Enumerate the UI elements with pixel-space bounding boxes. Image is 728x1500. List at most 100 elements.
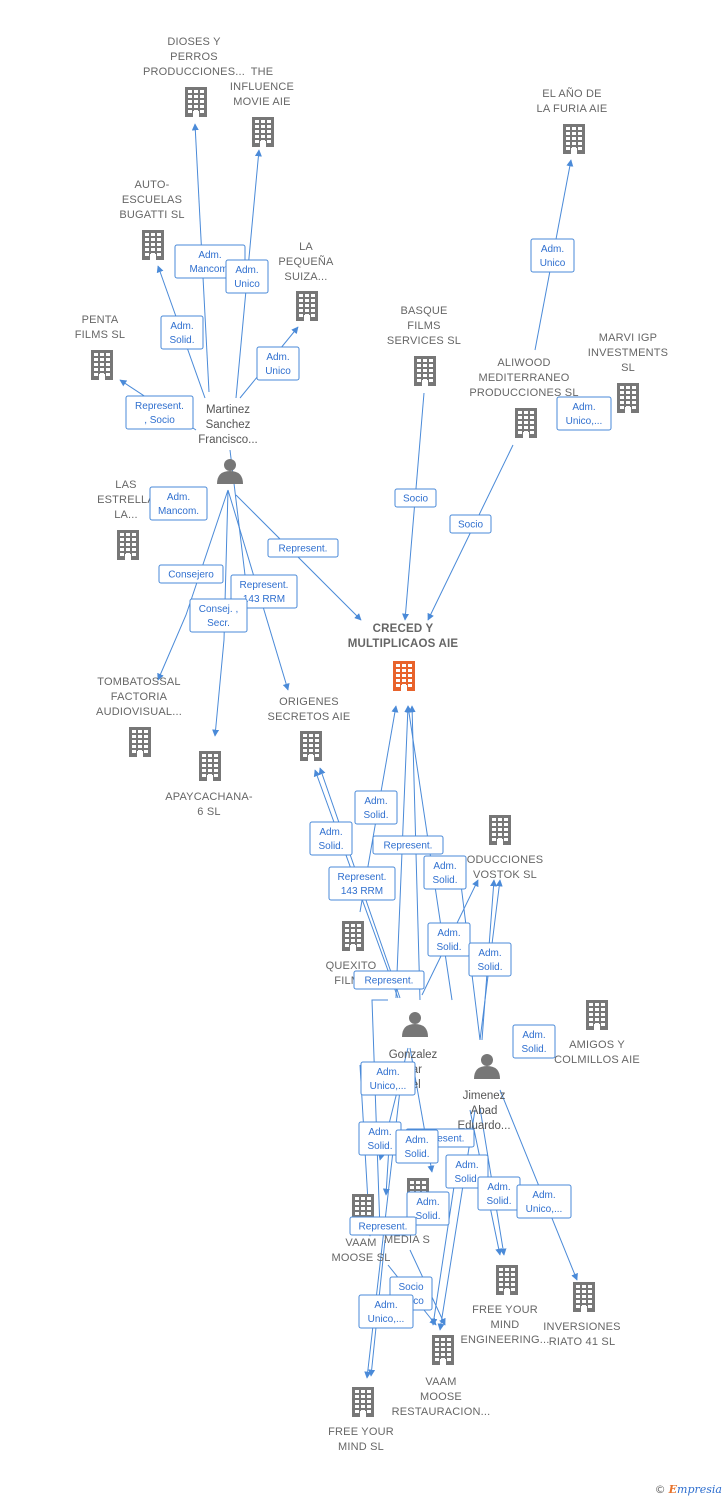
edge-label[interactable]: Adm.Solid. <box>512 1024 556 1059</box>
node-label-line: AMIGOS Y <box>569 1039 625 1051</box>
edge-label[interactable]: Adm.Unico,... <box>556 396 612 431</box>
edge-label-line: Represent. <box>384 841 433 852</box>
edge-label[interactable]: Adm.Solid. <box>477 1176 521 1211</box>
brand-footer[interactable]: ©Empresia <box>655 1483 722 1496</box>
edge-label-line: Adm. <box>167 492 190 503</box>
edge-label-line: Adm. <box>376 1067 399 1078</box>
edge-label[interactable]: Adm.Solid. <box>468 942 512 977</box>
edge-label-box <box>230 574 298 609</box>
edge-label[interactable]: Socio <box>449 514 492 534</box>
edge-label-text: Adm.Solid. <box>318 827 343 852</box>
edge-label-text: Adm.Solid. <box>521 1030 546 1055</box>
edge-label-text: Represent. <box>359 1222 408 1233</box>
edge-label[interactable]: Consejero <box>158 564 224 584</box>
node-label-line: PRODUCCIONES SL <box>469 387 578 399</box>
edge-label[interactable]: Adm.Unico <box>225 259 269 294</box>
edge-label-text: Adm. Solid. <box>432 861 457 886</box>
edge-label[interactable]: Adm.Solid. <box>406 1191 450 1226</box>
edge-label[interactable]: Adm.Unico,... <box>360 1061 416 1096</box>
node-label-line: LA... <box>114 509 138 521</box>
edge-label[interactable]: Adm.Solid. <box>309 821 353 856</box>
building-icon <box>117 530 139 560</box>
edge-label[interactable]: Adm.Solid. <box>354 790 398 825</box>
edge-label-line: , Socio <box>144 415 175 426</box>
edge-label[interactable]: Adm.Solid. <box>427 922 471 957</box>
relationship-edge <box>212 489 229 737</box>
copyright-symbol: © <box>654 1483 666 1496</box>
edge-label[interactable]: Adm. Solid. <box>423 855 467 890</box>
node-label-line: FREE YOUR <box>472 1304 538 1316</box>
node-label-line: INVERSIONES <box>543 1321 620 1333</box>
edge-label[interactable]: Adm.Solid. <box>358 1121 402 1156</box>
edge-label[interactable]: Adm.Unico <box>256 346 300 381</box>
edge-label-text: Adm.Unico,... <box>566 402 603 427</box>
edge-label-box <box>160 315 204 350</box>
edge-label[interactable]: Represent. <box>372 835 444 855</box>
node-label-line: RIATO 41 SL <box>549 1336 616 1348</box>
edge-label-line: Adm. <box>235 265 258 276</box>
edge-label[interactable]: Represent.143 RRM <box>230 574 298 609</box>
edge-label[interactable]: Consej. ,Secr. <box>189 598 248 633</box>
node-label-line: AUTO- <box>134 179 169 191</box>
edge-label[interactable]: Adm.Mancom. <box>149 486 208 521</box>
building-icon <box>489 815 511 845</box>
edge-label-box <box>158 564 224 584</box>
edge-label[interactable]: Represent. <box>349 1216 417 1236</box>
node-label-line: MIND SL <box>338 1441 384 1453</box>
person-icon <box>474 1054 500 1079</box>
edge-label[interactable]: Represent.143 RRM <box>328 866 396 901</box>
edge-label-line: Adm. <box>455 1160 478 1171</box>
edge-label-line: Adm. <box>433 861 456 872</box>
building-icon <box>252 117 274 147</box>
edge-label-line: Solid. <box>415 1211 440 1222</box>
edge-label[interactable]: Adm.Unico,... <box>358 1294 414 1329</box>
edge-label[interactable]: Represent. <box>353 970 425 990</box>
building-icon <box>432 1335 454 1365</box>
edge-label-line: Solid. <box>486 1196 511 1207</box>
edge-label[interactable]: Represent., Socio <box>125 395 194 430</box>
company-node[interactable]: INVERSIONES RIATO 41 SL <box>543 1282 620 1348</box>
edge-label-text: Adm.Unico,... <box>368 1300 405 1325</box>
node-label-line: VAAM <box>425 1376 456 1388</box>
edge-label[interactable]: Adm.Unico,... <box>516 1184 572 1219</box>
edge-label[interactable]: Adm.Solid. <box>395 1129 439 1164</box>
edge-label-line: Solid. <box>432 875 457 886</box>
edge-label[interactable]: Represent. <box>267 538 339 558</box>
edge-label[interactable]: Adm.Solid. <box>160 315 204 350</box>
person-head <box>409 1012 421 1024</box>
company-node[interactable]: APAYCACHANA-6 SL <box>165 751 253 818</box>
building-icon <box>496 1265 518 1295</box>
edge-label[interactable]: Socio <box>394 488 437 508</box>
edge-label-line: Socio <box>458 520 483 531</box>
edge-label[interactable]: Adm.Unico <box>530 238 575 273</box>
edge-label-box <box>556 396 612 431</box>
edge-label-line: Secr. <box>207 618 230 629</box>
edge-label-box <box>353 970 425 990</box>
node-label-line: INVESTMENTS <box>588 347 668 359</box>
